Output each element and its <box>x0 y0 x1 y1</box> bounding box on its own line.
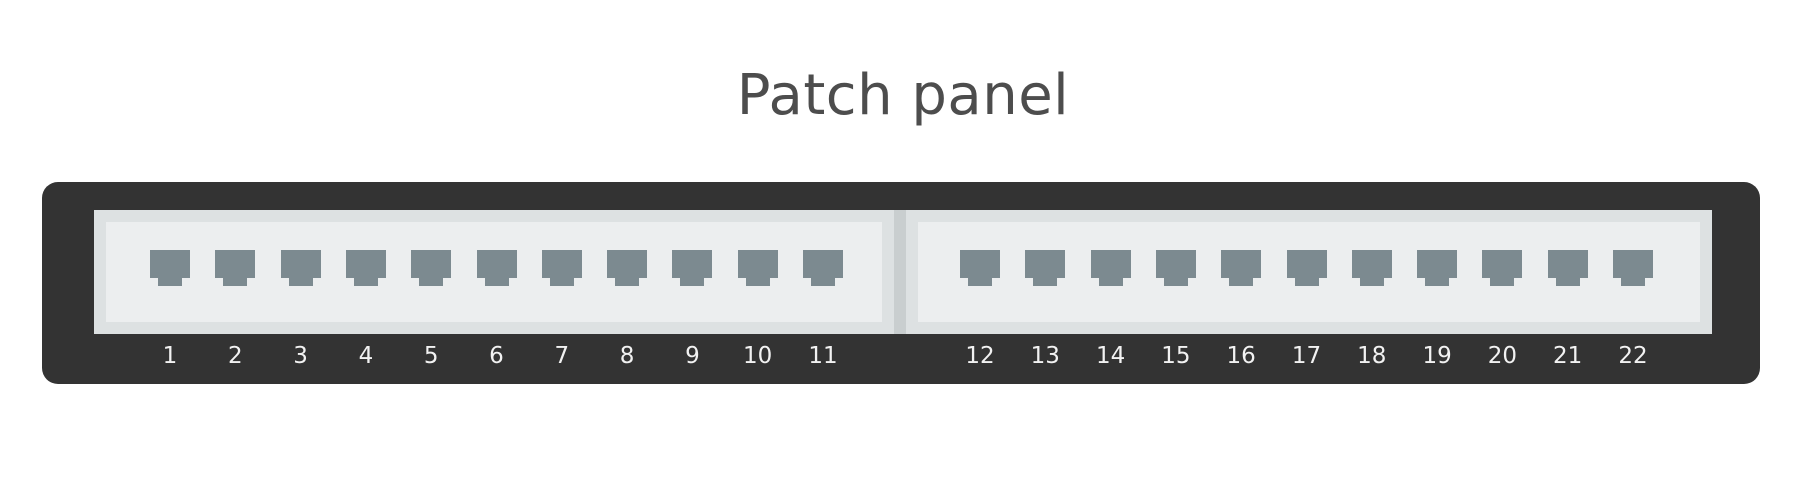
rj45-jack-icon <box>1417 250 1458 286</box>
rj45-jack-icon <box>1090 250 1131 286</box>
port-number-label: 22 <box>1618 343 1648 369</box>
rj45-port-7 <box>540 248 584 288</box>
rj45-jack-icon <box>215 250 256 286</box>
rj45-port-16 <box>1219 248 1263 288</box>
rj45-jack-icon <box>476 250 517 286</box>
rj45-port-3 <box>279 248 323 288</box>
diagram-title: Patch panel <box>736 63 1070 128</box>
port-number-label: 19 <box>1422 343 1452 369</box>
rj45-jack-icon <box>1025 250 1066 286</box>
rj45-port-17 <box>1285 248 1329 288</box>
rj45-jack-icon <box>411 250 452 286</box>
rj45-jack-icon <box>150 250 190 286</box>
rj45-port-14 <box>1089 248 1133 288</box>
port-number-label: 18 <box>1357 343 1387 369</box>
port-number-label: 5 <box>423 343 439 369</box>
port-number-label: 9 <box>685 343 700 369</box>
port-number-label: 21 <box>1553 343 1583 369</box>
port-number-label: 1 <box>162 343 178 369</box>
port-number-label: 20 <box>1487 343 1518 369</box>
port-number-label: 4 <box>358 343 374 369</box>
rj45-port-8 <box>605 248 649 288</box>
rj45-port-11 <box>801 248 845 288</box>
rj45-port-9 <box>670 248 714 288</box>
port-number-label: 13 <box>1030 343 1060 369</box>
rj45-port-6 <box>475 248 519 288</box>
rj45-port-1 <box>148 248 192 288</box>
rj45-port-22 <box>1611 248 1655 288</box>
port-number-label: 6 <box>489 343 504 369</box>
rj45-port-20 <box>1480 248 1524 288</box>
rj45-port-15 <box>1154 248 1198 288</box>
bank-divider <box>894 210 906 334</box>
rj45-jack-icon <box>345 250 386 286</box>
rj45-jack-icon <box>1155 250 1196 286</box>
rj45-jack-icon <box>1286 250 1327 286</box>
rj45-jack-icon <box>541 250 582 286</box>
rj45-jack-icon <box>1221 250 1262 286</box>
port-number-label: 15 <box>1161 343 1191 369</box>
rj45-jack-icon <box>1547 250 1588 286</box>
rj45-jack-icon <box>1482 250 1523 286</box>
rj45-port-2 <box>213 248 257 288</box>
port-number-label: 8 <box>619 343 635 369</box>
rj45-port-12 <box>958 248 1002 288</box>
port-number-label: 12 <box>965 343 995 369</box>
rj45-jack-icon <box>607 250 648 286</box>
rj45-port-10 <box>736 248 780 288</box>
rj45-jack-icon <box>280 250 321 286</box>
rj45-port-5 <box>409 248 453 288</box>
rj45-jack-icon <box>1351 250 1392 286</box>
rj45-jack-icon <box>737 250 778 286</box>
port-number-label: 2 <box>227 343 243 369</box>
port-number-label: 14 <box>1095 343 1126 369</box>
rj45-jack-icon <box>672 250 713 286</box>
rj45-port-19 <box>1415 248 1459 288</box>
rj45-jack-icon <box>1613 250 1653 286</box>
port-number-label: 7 <box>554 343 570 369</box>
port-number-label: 11 <box>808 343 838 369</box>
rj45-port-18 <box>1350 248 1394 288</box>
rj45-port-21 <box>1546 248 1590 288</box>
port-number-label: 17 <box>1291 343 1322 369</box>
rj45-port-4 <box>344 248 388 288</box>
rj45-jack-icon <box>803 250 843 286</box>
rj45-jack-icon <box>960 250 1000 286</box>
port-number-label: 10 <box>743 343 773 369</box>
port-number-label: 16 <box>1226 343 1256 369</box>
port-number-label: 3 <box>293 343 308 369</box>
rj45-port-13 <box>1023 248 1067 288</box>
